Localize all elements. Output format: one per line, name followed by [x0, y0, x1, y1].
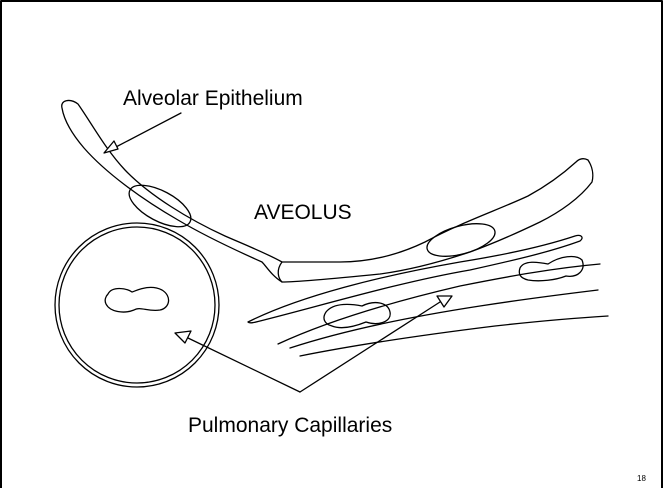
alveolar-epithelium-wall	[62, 101, 593, 282]
capillary-pointer-arrow-left	[175, 331, 300, 392]
page-number: 18	[637, 474, 646, 483]
capillary-longitudinal-top	[248, 235, 582, 322]
pulmonary-capillaries-label: Pulmonary Capillaries	[188, 414, 392, 438]
capillary-cross-section-inner	[59, 227, 215, 383]
capillary-pointer-arrow-right	[300, 296, 452, 392]
capillary-wall-line	[300, 316, 608, 356]
epithelium-pointer-arrow	[104, 113, 181, 153]
red-blood-cell	[519, 257, 583, 281]
alveolus-label: AVEOLUS	[254, 201, 352, 225]
capillary-cross-section-outer	[55, 223, 219, 387]
red-blood-cell	[105, 287, 168, 312]
alveolar-epithelium-label: Alveolar Epithelium	[123, 87, 303, 111]
